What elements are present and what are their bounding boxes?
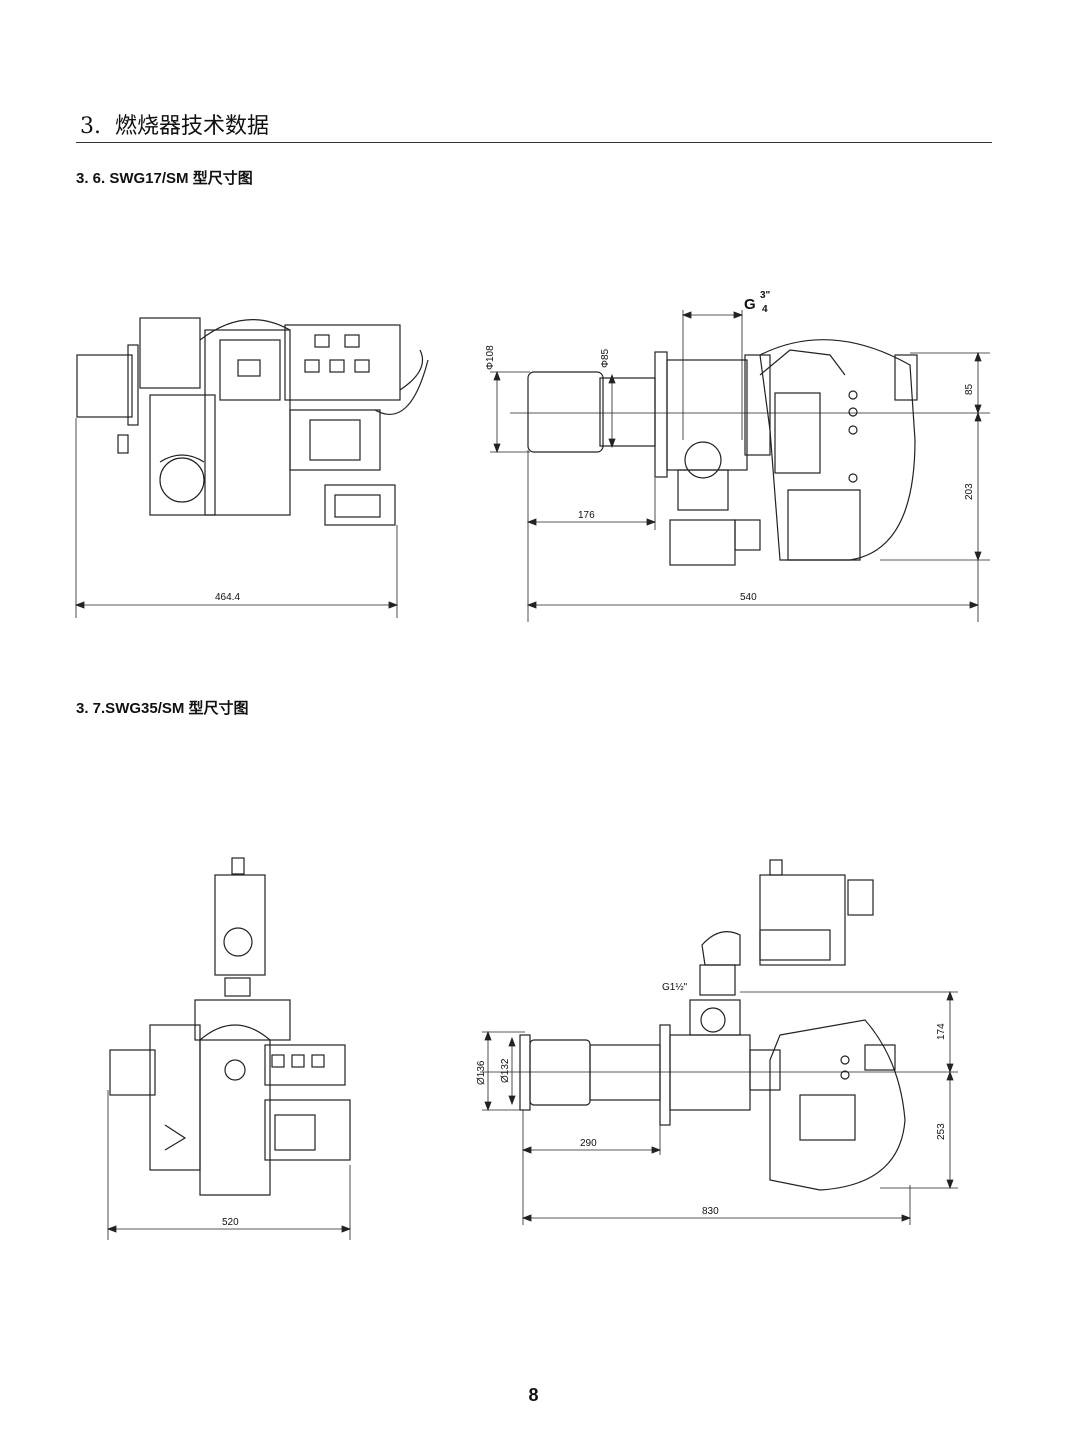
dim-flange-offset-2: 290 bbox=[580, 1138, 597, 1149]
dim-flange-offset: 176 bbox=[578, 510, 595, 521]
dim-tube-diameter-2: Ø136 bbox=[476, 1060, 487, 1085]
swg35-side-view bbox=[109, 857, 351, 1196]
dim-thread-fraction-den: 4 bbox=[762, 304, 768, 315]
dim-head-diameter-2: Ø132 bbox=[500, 1058, 511, 1083]
swg17-side-dimension bbox=[74, 418, 399, 618]
swg17-front-dimensions bbox=[490, 310, 990, 622]
subsection-title-swg17: 3. 6. SWG17/SM 型尺寸图 bbox=[76, 170, 253, 187]
dim-thread: G bbox=[744, 296, 756, 313]
dim-top-height-2: 174 bbox=[936, 1023, 947, 1040]
swg35-side-dimension bbox=[106, 1090, 352, 1240]
dim-thread-fraction-num: 3" bbox=[760, 290, 771, 301]
dim-thread-2: G1½" bbox=[662, 982, 688, 993]
dim-length-2: 830 bbox=[702, 1206, 719, 1217]
swg35-front-view bbox=[519, 859, 906, 1191]
dim-width-side: 464.4 bbox=[215, 592, 240, 603]
swg35-front-dimensions bbox=[480, 990, 958, 1225]
section-title: 燃烧器技术数据 bbox=[115, 114, 270, 139]
heading-divider bbox=[76, 142, 992, 143]
swg17-front-view bbox=[527, 339, 918, 566]
dim-top-height: 85 bbox=[964, 383, 975, 395]
dim-length: 540 bbox=[740, 592, 757, 603]
swg17-side-view bbox=[76, 317, 429, 526]
page-number: 8 bbox=[528, 1385, 539, 1405]
section-heading: 3. 燃烧器技术数据 bbox=[80, 108, 269, 140]
dim-width-side-2: 520 bbox=[222, 1217, 239, 1228]
dim-bottom-height: 203 bbox=[964, 483, 975, 500]
section-number: 3. bbox=[80, 114, 101, 139]
dim-head-diameter: Φ85 bbox=[600, 348, 611, 368]
dim-bottom-height-2: 253 bbox=[936, 1123, 947, 1140]
dim-tube-diameter: Φ108 bbox=[485, 345, 496, 370]
subsection-title-swg35: 3. 7.SWG35/SM 型尺寸图 bbox=[76, 700, 249, 717]
